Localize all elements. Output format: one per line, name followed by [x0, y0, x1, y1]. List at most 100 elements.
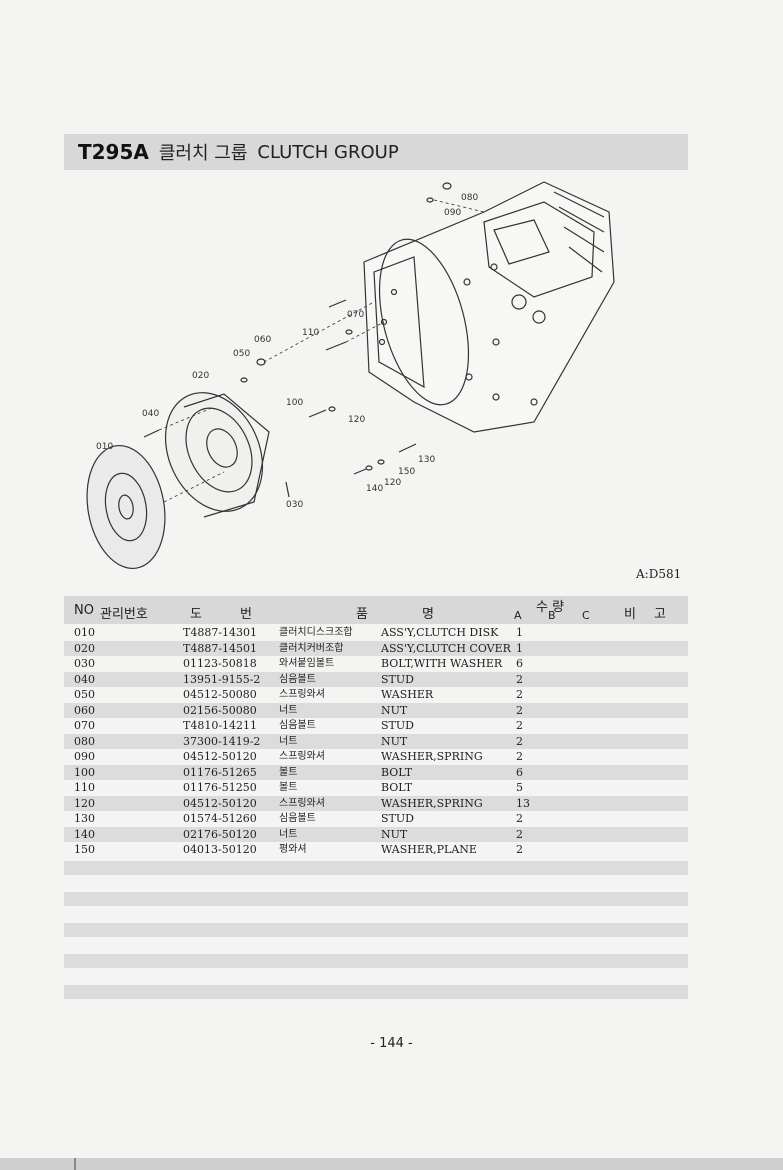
row-qty: 2	[516, 750, 523, 763]
header-name-2: 명	[422, 607, 434, 622]
row-part-number: 04512-50120	[183, 750, 257, 763]
row-qty: 2	[516, 672, 523, 686]
row-no: 110	[74, 781, 95, 794]
header-part-no-1: 도	[190, 607, 202, 622]
row-part-number: 13951-9155-2	[183, 672, 261, 686]
callout-130: 130	[418, 455, 435, 465]
row-part-number: T4887-14301	[183, 626, 258, 639]
row-name-english: NUT	[381, 734, 408, 748]
callout-120-b: 120	[384, 478, 401, 488]
row-name-english: STUD	[381, 672, 414, 686]
table-row: 150 04013-50120 평와셔 WASHER,PLANE 2	[64, 842, 688, 858]
row-no: 030	[74, 657, 95, 670]
row-part-number: 01176-51265	[183, 765, 257, 779]
row-qty: 5	[516, 781, 523, 794]
row-name-korean: 스프링와셔	[279, 751, 325, 762]
row-name-korean: 너트	[279, 828, 298, 840]
empty-row	[64, 892, 688, 906]
header-no: NO	[74, 603, 94, 618]
table-row: 140 02176-50120 너트 NUT 2	[64, 826, 688, 842]
row-no: 040	[74, 672, 95, 686]
row-no: 100	[74, 765, 95, 779]
row-part-number: 04512-50120	[183, 796, 257, 810]
row-qty: 1	[516, 641, 523, 655]
row-no: 120	[74, 796, 95, 810]
row-no: 130	[74, 812, 95, 825]
row-no: 080	[74, 734, 95, 748]
callout-150: 150	[398, 467, 415, 477]
header-remark-1: 비	[624, 607, 636, 622]
empty-row	[64, 985, 688, 999]
row-part-number: 04013-50120	[183, 843, 257, 856]
row-name-korean: 스프링와셔	[279, 689, 325, 700]
row-name-korean: 스프링와셔	[279, 797, 325, 809]
table-header: NO 관리번호 도 번 품 명 수 량 A B C 비 고	[64, 596, 688, 624]
page-number: - 144 -	[370, 1036, 413, 1051]
row-qty: 2	[516, 843, 523, 856]
row-qty: 2	[516, 703, 523, 717]
table-row: 080 37300-1419-2 너트 NUT 2	[64, 733, 688, 749]
row-qty: 6	[516, 765, 523, 779]
row-qty: 6	[516, 657, 523, 670]
row-name-english: BOLT	[381, 765, 413, 779]
callout-010: 010	[96, 442, 113, 452]
callout-060: 060	[254, 335, 271, 345]
empty-row	[64, 861, 688, 875]
header-qty-c: C	[582, 609, 590, 622]
callout-120-a: 120	[348, 415, 365, 425]
header-name-1: 품	[356, 607, 368, 622]
empty-row	[64, 954, 688, 968]
table-row: 100 01176-51265 볼트 BOLT 6	[64, 764, 688, 780]
callout-110: 110	[302, 328, 319, 338]
row-name-korean: 심음볼트	[279, 813, 316, 824]
row-no: 010	[74, 626, 95, 639]
row-part-number: 02156-50080	[183, 703, 257, 717]
table-row: 120 04512-50120 스프링와셔 WASHER,SPRING 13	[64, 795, 688, 811]
row-name-english: BOLT	[381, 781, 413, 794]
row-name-korean: 클러치커버조합	[279, 642, 344, 654]
footer-mark	[74, 1158, 76, 1170]
row-part-number: 37300-1419-2	[183, 734, 261, 748]
row-name-english: STUD	[381, 719, 414, 732]
row-part-number: T4810-14211	[183, 719, 258, 732]
row-name-english: STUD	[381, 812, 414, 825]
title-bar: T295A 클러치 그룹 CLUTCH GROUP	[64, 134, 688, 170]
row-name-english: ASS'Y,CLUTCH COVER	[381, 641, 511, 655]
row-part-number: 01123-50818	[183, 657, 257, 670]
callout-090: 090	[444, 208, 461, 218]
table-row: 040 13951-9155-2 심음볼트 STUD 2	[64, 671, 688, 687]
row-part-number: 01176-51250	[183, 781, 257, 794]
row-name-korean: 클러치디스크조합	[279, 627, 353, 638]
group-title-korean: 클러치 그룹	[158, 143, 248, 164]
row-name-english: BOLT,WITH WASHER	[381, 657, 503, 670]
callout-020: 020	[192, 371, 209, 381]
callout-100: 100	[286, 398, 303, 408]
row-qty: 1	[516, 626, 523, 639]
row-no: 020	[74, 641, 95, 655]
row-name-korean: 볼트	[279, 766, 298, 778]
row-qty: 2	[516, 688, 523, 701]
clutch-exploded-diagram: 010 020 030 040 050 060 070 080 090 100 …	[86, 181, 615, 570]
group-title-english: CLUTCH GROUP	[257, 141, 399, 163]
row-qty: 13	[516, 796, 530, 810]
row-part-number: 04512-50080	[183, 688, 257, 701]
row-part-number: T4887-14501	[183, 641, 258, 655]
table-row: 060 02156-50080 너트 NUT 2	[64, 702, 688, 718]
table-row: 130 01574-51260 심음볼트 STUD 2	[64, 811, 688, 827]
row-name-english: ASS'Y,CLUTCH DISK	[381, 626, 499, 639]
table-row: 020 T4887-14501 클러치커버조합 ASS'Y,CLUTCH COV…	[64, 640, 688, 656]
row-no: 070	[74, 719, 95, 732]
row-part-number: 01574-51260	[183, 812, 257, 825]
parts-table: 010 T4887-14301 클러치디스크조합 ASS'Y,CLUTCH DI…	[64, 625, 688, 858]
row-qty: 2	[516, 719, 523, 732]
header-part-no-2: 번	[240, 607, 252, 622]
row-name-korean: 심음볼트	[279, 673, 316, 685]
row-qty: 2	[516, 734, 523, 748]
table-row: 110 01176-51250 볼트 BOLT 5	[64, 780, 688, 796]
row-name-korean: 와셔붙임볼트	[279, 658, 335, 669]
callout-080: 080	[461, 193, 478, 203]
callout-040: 040	[142, 409, 159, 419]
row-name-english: WASHER,PLANE	[381, 843, 477, 856]
row-no: 050	[74, 688, 95, 701]
row-no: 090	[74, 750, 95, 763]
